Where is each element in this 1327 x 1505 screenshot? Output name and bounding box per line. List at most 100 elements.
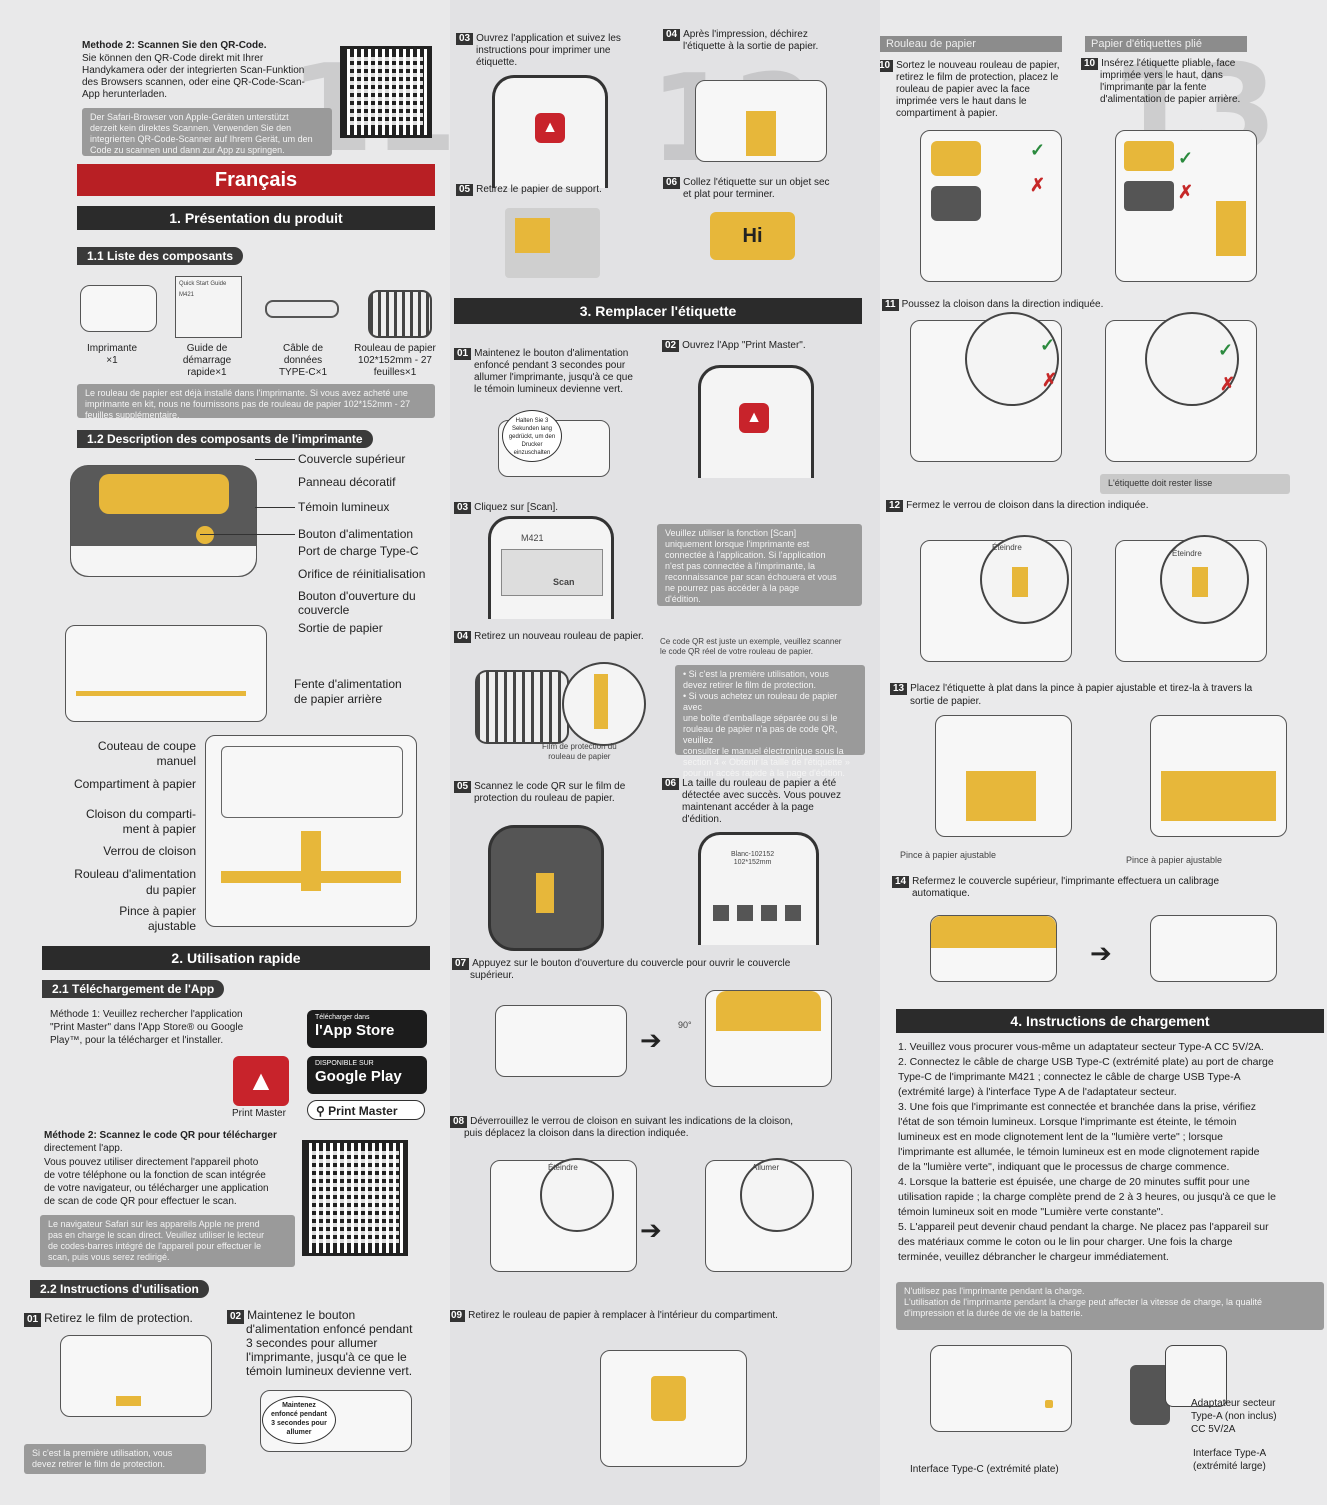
printer-illustration bbox=[695, 80, 827, 162]
qr-code bbox=[340, 46, 432, 138]
part-label: Orifice de réinitialisation bbox=[298, 567, 426, 581]
step-02-line: d'alimentation enfoncé pendant bbox=[246, 1322, 413, 1336]
printer-illustration bbox=[80, 285, 157, 332]
zoom-circle bbox=[1160, 535, 1249, 624]
qr-example-note: Ce code QR est juste un exemple, veuille… bbox=[660, 637, 842, 656]
scan-button[interactable]: Scan bbox=[553, 577, 575, 587]
check-icon: ✓ bbox=[1030, 140, 1046, 160]
part-label: Bouton d'ouverture du bbox=[298, 589, 416, 603]
arrow-right-icon: ➔ bbox=[640, 1215, 662, 1245]
step-10-line: imprimée vers le haut, dans bbox=[1100, 70, 1223, 81]
step-10-line: l'imprimante par la fente bbox=[1100, 82, 1207, 93]
smooth-note: L'étiquette doit rester lisse bbox=[1100, 474, 1290, 494]
interface-a-label: Interface Type-A bbox=[1193, 1448, 1267, 1459]
scan-note: Veuillez utiliser la fonction [Scan]uniq… bbox=[657, 524, 862, 606]
language-banner: Français bbox=[77, 164, 435, 196]
part-label: manuel bbox=[156, 754, 196, 768]
part-label: Compartiment à papier bbox=[73, 777, 196, 791]
replace-06-line: d'édition. bbox=[682, 814, 722, 825]
section-title: 3. Remplacer l'étiquette bbox=[454, 298, 862, 324]
adapter-illustration bbox=[1130, 1365, 1170, 1425]
step-02-line: témoin lumineux devienne vert. bbox=[246, 1364, 413, 1378]
part-label: Couteau de coupe bbox=[97, 739, 196, 753]
step-02-line: l'imprimante, jusqu'à ce que le bbox=[246, 1350, 407, 1364]
interface-c-label: Interface Type-C (extrémité plate) bbox=[910, 1464, 1059, 1475]
phone-camera-illustration bbox=[488, 825, 604, 951]
subsection-title: 1.2 Description des composants de l'impr… bbox=[77, 430, 373, 448]
step-10-line: compartiment à papier. bbox=[896, 108, 998, 119]
column-header: Rouleau de papier bbox=[880, 36, 1062, 52]
subsection-title: 2.2 Instructions d'utilisation bbox=[30, 1280, 209, 1298]
printer-inside-illustration bbox=[935, 715, 1072, 837]
replace-05-line: protection du rouleau de papier. bbox=[474, 793, 615, 804]
step-10-line: retirez le film de protection, placez le bbox=[896, 72, 1059, 83]
step-06-line: et plat pour terminer. bbox=[683, 189, 775, 200]
part-label: Rouleau d'alimentation bbox=[74, 867, 196, 881]
printer-illustration bbox=[930, 1345, 1072, 1432]
unlock-label: Allumer bbox=[752, 1163, 780, 1172]
printer-roll-illustration bbox=[920, 130, 1062, 282]
adapter-label: Adaptateur secteur bbox=[1191, 1398, 1276, 1409]
replace-07-line: supérieur. bbox=[470, 970, 514, 981]
mushroom-app-icon: ▲ bbox=[739, 403, 769, 433]
method2-line: Vous pouvez utiliser directement l'appar… bbox=[44, 1157, 259, 1168]
cross-icon: ✗ bbox=[1042, 370, 1058, 390]
printer-back-illustration bbox=[65, 625, 267, 722]
panel-left: 11 Methode 2: Scannen Sie den QR-Code. S… bbox=[0, 0, 450, 1505]
phone-illustration: ▲ bbox=[492, 75, 608, 188]
part-label: Fente d'alimentation bbox=[294, 677, 402, 691]
section-title: 1. Présentation du produit bbox=[77, 206, 435, 230]
method2-line: de votre téléphone ou la fonction de sca… bbox=[44, 1170, 266, 1181]
printer-folded-illustration bbox=[1115, 130, 1257, 282]
part-label: Verrou de cloison bbox=[103, 844, 196, 858]
method1-line: Méthode 1: Veuillez rechercher l'applica… bbox=[50, 1009, 243, 1020]
part-label: ment à papier bbox=[122, 822, 196, 836]
step-10-line: d'alimentation de papier arrière. bbox=[1100, 94, 1241, 105]
printer-inside-illustration bbox=[1150, 715, 1287, 837]
cross-icon: ✗ bbox=[1030, 175, 1046, 195]
de-method2-line: Sie können den QR-Code direkt mit Ihrer bbox=[82, 53, 264, 64]
check-icon: ✓ bbox=[1218, 340, 1234, 360]
part-label: Cloison du comparti- bbox=[85, 807, 196, 821]
wall-socket-illustration bbox=[1165, 1345, 1227, 1407]
replace-08-line: puis déplacez la cloison dans la directi… bbox=[464, 1128, 689, 1139]
quick-guide-illustration: Quick Start Guide M421 bbox=[175, 276, 242, 338]
arrow-right-icon: ➔ bbox=[1090, 938, 1112, 968]
roll-note: • Si c'est la première utilisation, vous… bbox=[675, 665, 865, 778]
search-box[interactable]: ⚲ Print Master bbox=[307, 1100, 425, 1120]
arrow-right-icon: ➔ bbox=[640, 1025, 662, 1055]
section-title: 2. Utilisation rapide bbox=[42, 946, 430, 970]
method1-line: Play™, pour la télécharger et l'installe… bbox=[50, 1035, 224, 1046]
step-03-line: étiquette. bbox=[476, 57, 518, 68]
leader-line bbox=[255, 459, 295, 460]
component-label: Imprimante×1 bbox=[86, 343, 137, 366]
component-note: Le rouleau de papier est déjà installé d… bbox=[77, 384, 435, 420]
clip-label: Pince à papier ajustable bbox=[900, 850, 997, 860]
check-icon: ✓ bbox=[1040, 335, 1056, 355]
part-label: Sortie de papier bbox=[298, 621, 383, 635]
adapter-label: CC 5V/2A bbox=[1191, 1424, 1236, 1435]
label-peel-illustration bbox=[505, 208, 600, 278]
mushroom-app-icon: ▲ bbox=[233, 1056, 289, 1106]
charging-note: N'utilisez pas l'imprimante pendant la c… bbox=[896, 1282, 1324, 1330]
printer-front-illustration bbox=[70, 465, 257, 577]
phone-illustration: ▲ bbox=[698, 365, 814, 478]
zoom-circle bbox=[740, 1158, 814, 1232]
angle-label: 90° bbox=[678, 1020, 692, 1030]
